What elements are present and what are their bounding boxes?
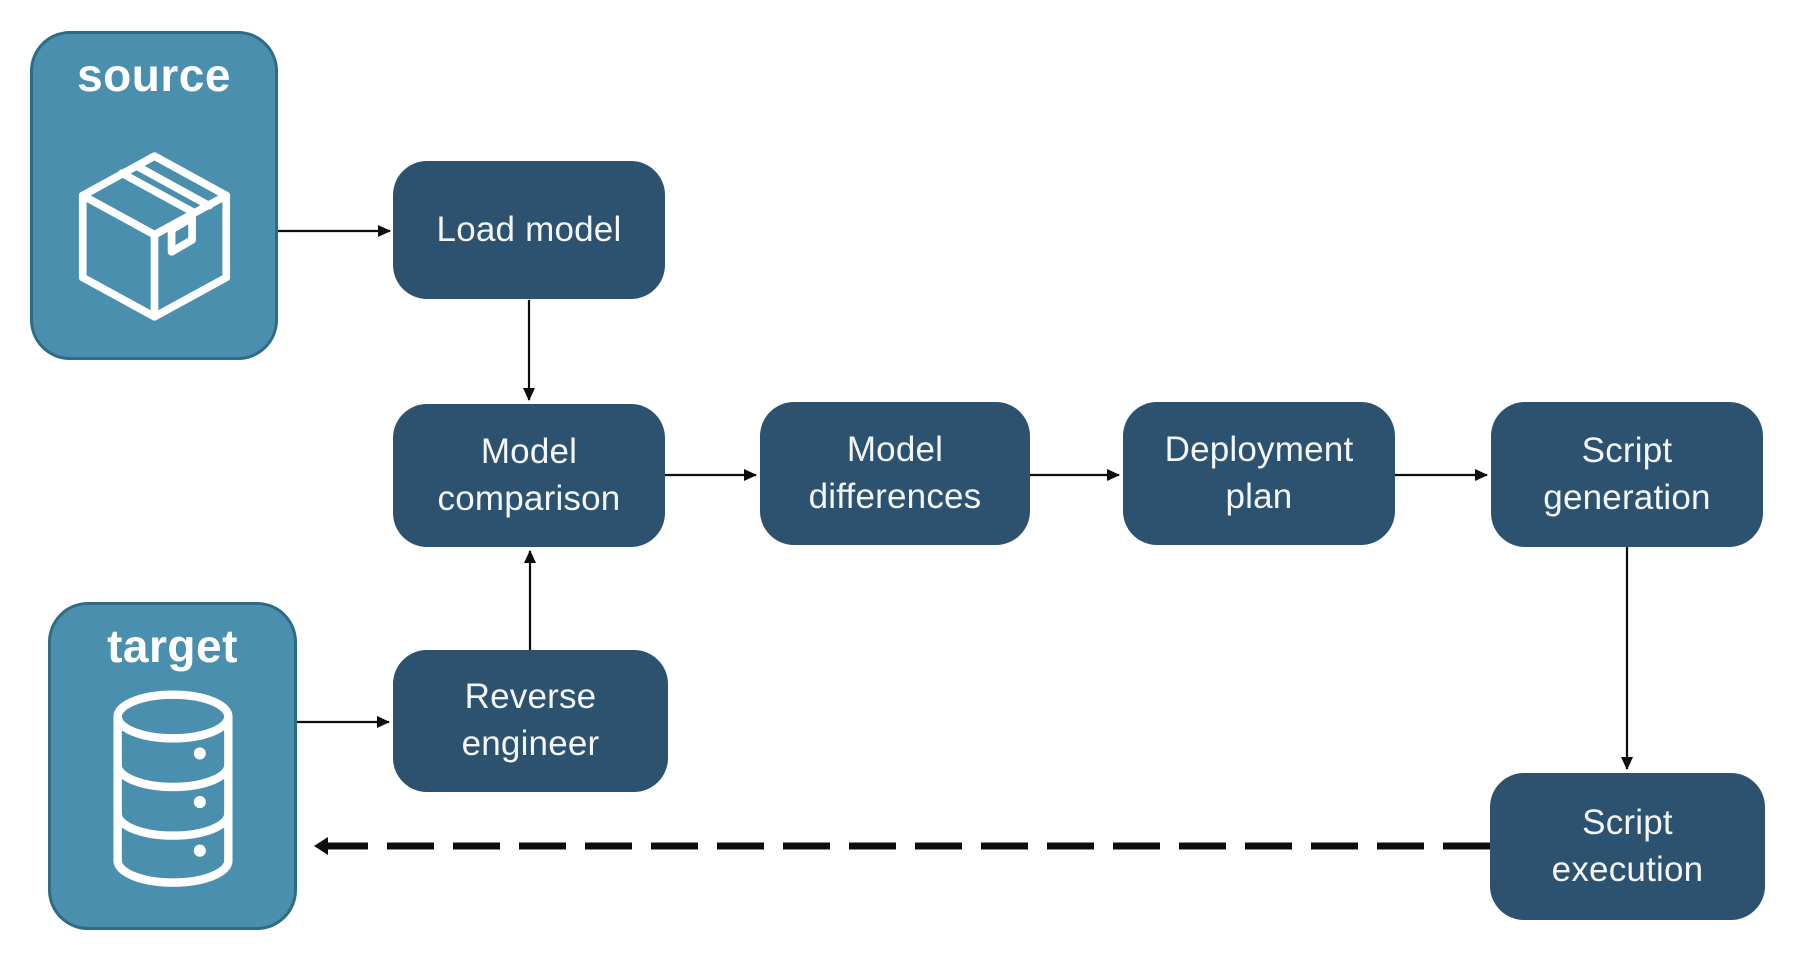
node-reverse-engineer: Reverse engineer [393, 650, 668, 792]
target-label: target [107, 620, 238, 672]
node-deployment-plan: Deployment plan [1123, 402, 1395, 545]
target-entity: target [48, 602, 297, 930]
node-script-execution: Script execution [1490, 773, 1765, 920]
source-label: source [77, 49, 231, 101]
node-reverse-engineer-label: Reverse engineer [461, 677, 600, 763]
node-script-execution-label: Script execution [1551, 802, 1704, 889]
node-script-generation-label: Script generation [1543, 430, 1711, 517]
node-model-differences-label: Model differences [808, 429, 982, 516]
node-model-comparison-label: Model comparison [437, 431, 621, 518]
node-load-model-label: Load model [436, 209, 622, 249]
node-script-generation: Script generation [1491, 402, 1763, 547]
node-deployment-plan-label: Deployment plan [1164, 429, 1354, 516]
node-model-differences: Model differences [760, 402, 1030, 545]
node-model-comparison: Model comparison [393, 404, 665, 547]
package-icon [78, 152, 230, 321]
node-load-model: Load model [393, 161, 665, 299]
source-entity: source [30, 31, 278, 360]
database-icon [112, 690, 233, 887]
